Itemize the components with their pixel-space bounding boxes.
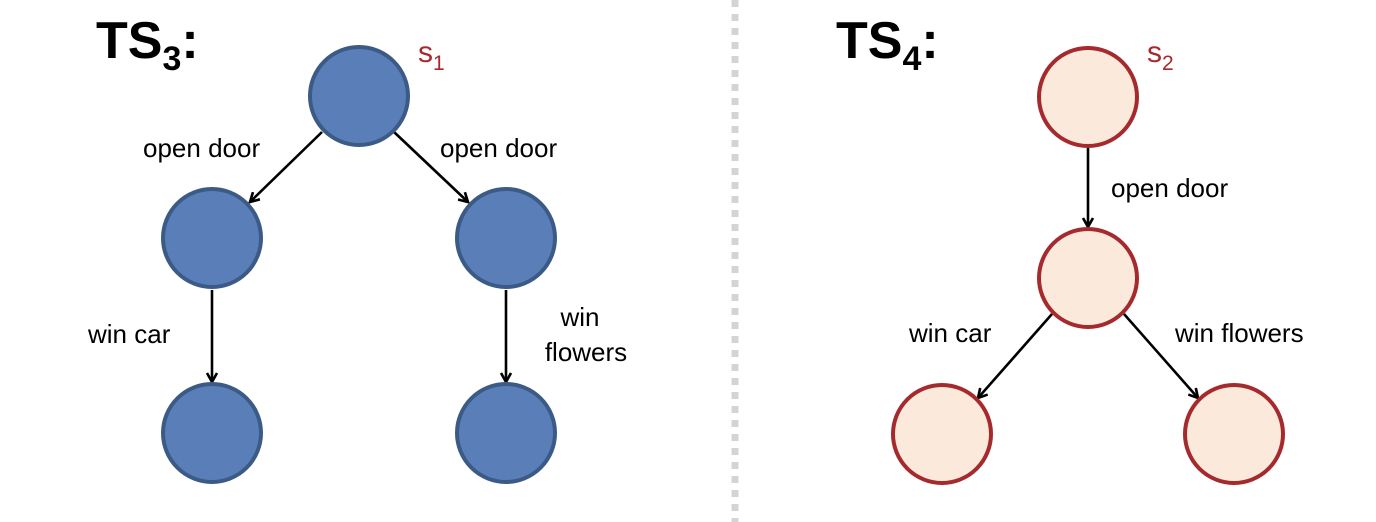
ts3-panel: TS3: s1 open door open door win car win … (87, 12, 627, 484)
ts3-edge-label-left-bottom: win car (87, 319, 171, 349)
ts3-edge-label-left-top: open door (143, 133, 260, 163)
ts3-state-root (308, 45, 410, 147)
ts3-edge-root-right (393, 131, 468, 202)
ts3-state-right-leaf (455, 382, 557, 484)
ts4-edge-mid-right (1123, 313, 1198, 398)
ts3-title-main: TS (96, 12, 162, 70)
ts4-edge-label-right-bottom: win flowers (1174, 318, 1304, 348)
ts4-state-letter: s (1147, 36, 1162, 69)
ts3-state-sub: 1 (433, 52, 445, 75)
ts3-state-right (455, 187, 557, 289)
ts3-title: TS3: (96, 12, 199, 78)
ts3-edge-label-right-bottom-line1: win (559, 302, 599, 332)
ts4-title-sub: 4 (902, 40, 921, 78)
ts4-state-label: s2 (1147, 36, 1174, 75)
ts4-state-sub: 2 (1162, 52, 1174, 75)
ts4-edge-label-top: open door (1111, 173, 1228, 203)
ts4-state-mid (1037, 227, 1139, 329)
ts3-edge-label-right-top: open door (440, 133, 557, 163)
ts3-title-colon: : (181, 12, 198, 70)
ts4-panel: TS4: s2 open door win car win flowers (836, 12, 1304, 485)
ts4-title: TS4: (836, 12, 939, 78)
ts3-edge-root-left (250, 131, 323, 202)
ts3-state-label: s1 (418, 36, 445, 75)
ts4-edge-label-left-bottom: win car (908, 318, 992, 348)
ts3-edge-label-right-bottom-line2: flowers (545, 337, 627, 367)
ts4-title-main: TS (836, 12, 902, 70)
ts4-state-root (1037, 46, 1139, 148)
ts3-state-left (161, 187, 263, 289)
ts4-state-right-leaf (1183, 383, 1285, 485)
ts3-state-left-leaf (161, 382, 263, 484)
ts3-state-letter: s (418, 36, 433, 69)
ts4-state-left-leaf (891, 383, 993, 485)
ts3-title-sub: 3 (162, 40, 181, 78)
ts4-edge-mid-left (978, 313, 1053, 398)
ts4-title-colon: : (921, 12, 938, 70)
